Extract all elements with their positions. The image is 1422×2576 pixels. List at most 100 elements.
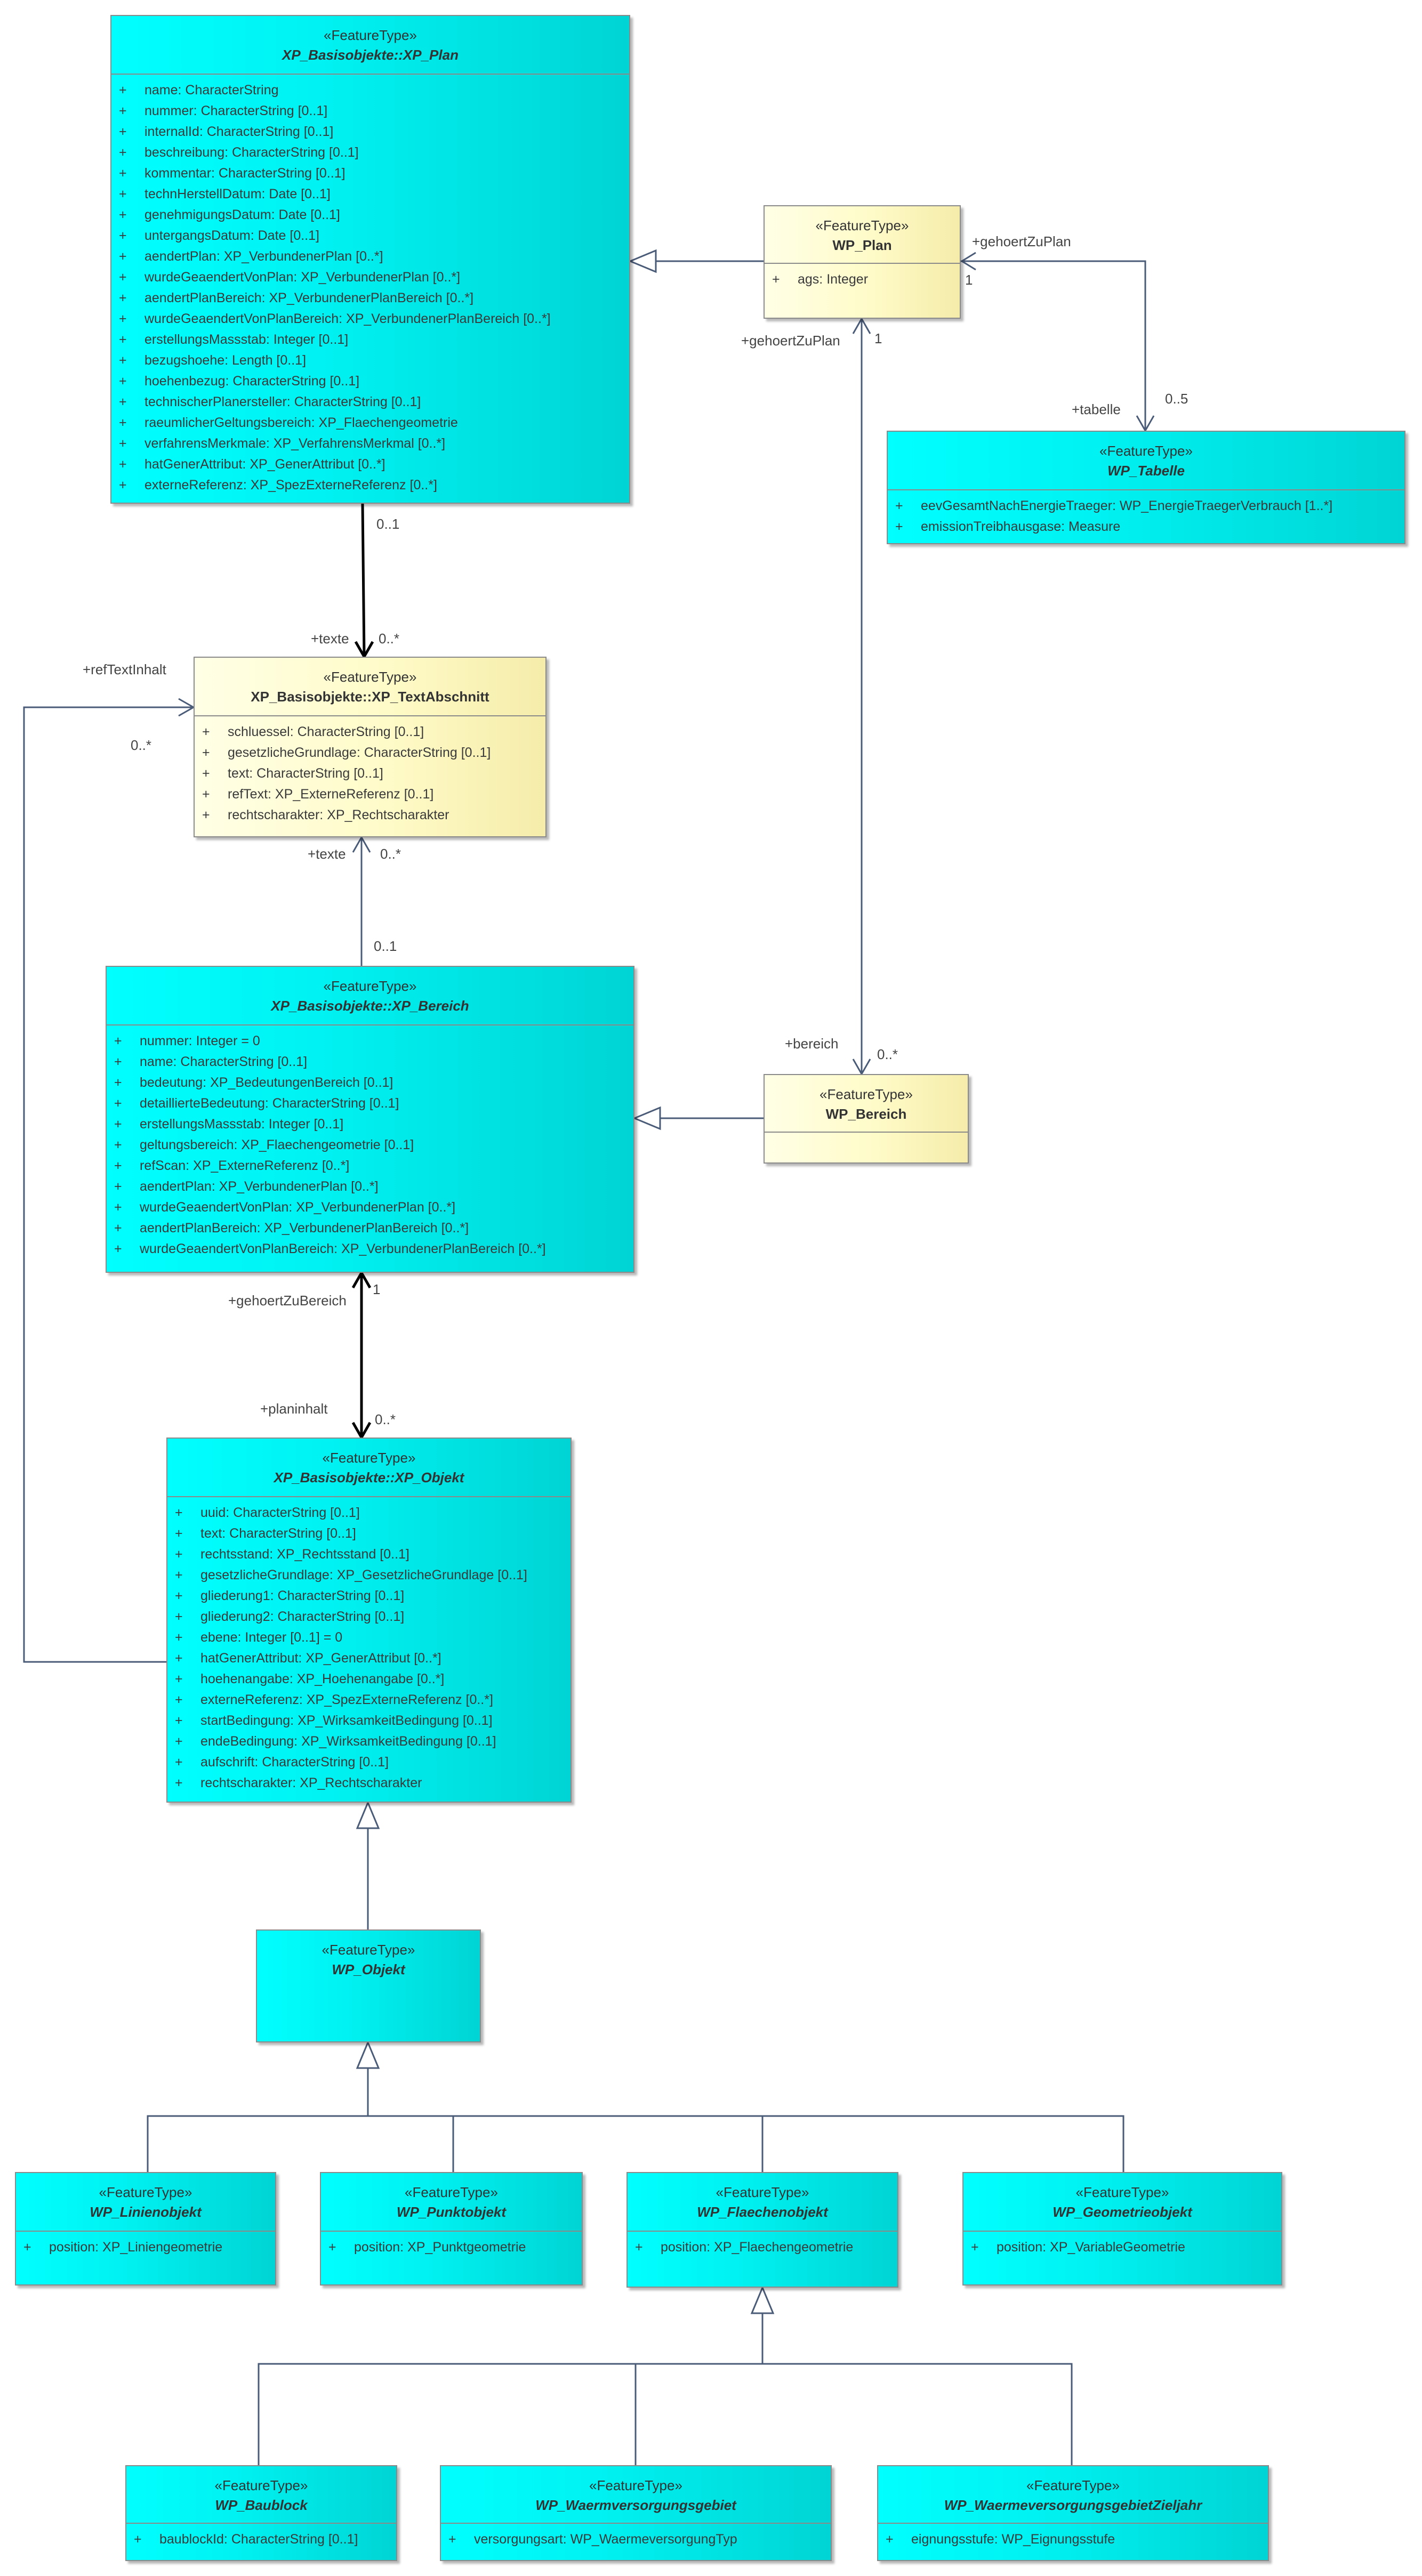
attribute-row: +aendertPlan: XP_VerbundenerPlan [0..*] [107, 1176, 633, 1197]
label-multiplicity-bereich-zero-one: 0..1 [374, 938, 397, 954]
class-wp-waermeversorgungsgebiet[interactable]: «FeatureType»WP_Waermversorgungsgebiet+v… [440, 2465, 832, 2561]
attribute-text: startBedingung: XP_WirksamkeitBedingung … [200, 1713, 493, 1728]
class-wp-geometrieobjekt[interactable]: «FeatureType»WP_Geometrieobjekt+position… [962, 2172, 1282, 2286]
attribute-text: nummer: CharacterString [0..1] [144, 103, 328, 118]
visibility-marker: + [114, 1200, 122, 1215]
attribute-text: position: XP_VariableGeometrie [997, 2240, 1185, 2255]
attribute-text: untergangsDatum: Date [0..1] [144, 228, 319, 243]
attribute-text: position: XP_Flaechengeometrie [661, 2240, 854, 2255]
attribute-text: gliederung1: CharacterString [0..1] [200, 1588, 405, 1603]
label-multiplicity-tabelle: 0..5 [1165, 391, 1188, 407]
attribute-text: aendertPlanBereich: XP_VerbundenerPlanBe… [144, 290, 474, 305]
attribute-text: internalId: CharacterString [0..1] [144, 124, 334, 139]
attribute-row: +hatGenerAttribut: XP_GenerAttribut [0..… [111, 454, 629, 475]
attribute-text: detaillierteBedeutung: CharacterString [… [140, 1096, 399, 1111]
visibility-marker: + [175, 1692, 183, 1707]
visibility-marker: + [175, 1630, 183, 1645]
class-name: WP_Objekt [332, 1961, 405, 1977]
attribute-row: +versorgungsart: WP_WaermeversorgungTyp [441, 2529, 831, 2550]
visibility-marker: + [448, 2532, 456, 2547]
label-gehoertzuplan-bereich: +gehoertZuPlan [741, 333, 840, 349]
attribute-row: +erstellungsMassstab: Integer [0..1] [107, 1114, 633, 1135]
class-attributes: +versorgungsart: WP_WaermeversorgungTyp [441, 2523, 831, 2550]
class-attributes: +schluessel: CharacterString [0..1]+gese… [195, 715, 545, 826]
class-name: WP_Tabelle [1107, 463, 1185, 479]
attribute-text: baublockId: CharacterString [0..1] [159, 2532, 358, 2547]
association-arrowhead [351, 1270, 372, 1289]
visibility-marker: + [175, 1505, 183, 1520]
visibility-marker: + [175, 1651, 183, 1666]
attribute-text: beschreibung: CharacterString [0..1] [144, 145, 359, 160]
attribute-text: position: XP_Punktgeometrie [354, 2240, 526, 2255]
attribute-text: wurdeGeaendertVonPlanBereich: XP_Verbund… [140, 1241, 546, 1256]
attribute-text: erstellungsMassstab: Integer [0..1] [144, 332, 349, 347]
class-stereotype: «FeatureType» [820, 1086, 913, 1102]
class-stereotype: «FeatureType» [589, 2477, 682, 2493]
visibility-marker: + [119, 207, 127, 222]
class-wp-waermeversorgungsgebiet-zieljahr[interactable]: «FeatureType»WP_WaermeversorgungsgebietZ… [877, 2465, 1269, 2561]
visibility-marker: + [119, 145, 127, 160]
label-tabelle-role: +tabelle [1072, 401, 1121, 417]
attribute-row: +text: CharacterString [0..1] [195, 763, 545, 784]
attribute-row: +hoehenbezug: CharacterString [0..1] [111, 371, 629, 392]
attribute-row: +externeReferenz: XP_SpezExterneReferenz… [167, 1690, 571, 1710]
visibility-marker: + [175, 1713, 183, 1728]
class-wp-linienobjekt[interactable]: «FeatureType»WP_Linienobjekt+position: X… [15, 2172, 276, 2286]
attribute-text: endeBedingung: XP_WirksamkeitBedingung [… [200, 1734, 496, 1749]
attribute-row: +technischerPlanersteller: CharacterStri… [111, 392, 629, 413]
attribute-text: refScan: XP_ExterneReferenz [0..*] [140, 1158, 350, 1173]
visibility-marker: + [886, 2532, 894, 2547]
visibility-marker: + [175, 1588, 183, 1603]
visibility-marker: + [119, 415, 127, 430]
visibility-marker: + [119, 353, 127, 368]
visibility-marker: + [895, 519, 903, 534]
class-header: «FeatureType»WP_Linienobjekt [16, 2173, 275, 2231]
class-xp-bereich[interactable]: «FeatureType»XP_Basisobjekte::XP_Bereich… [106, 966, 634, 1273]
class-header: «FeatureType»XP_Basisobjekte::XP_TextAbs… [195, 658, 545, 715]
class-wp-flaechenobjekt[interactable]: «FeatureType»WP_Flaechenobjekt+position:… [626, 2172, 898, 2288]
visibility-marker: + [114, 1241, 122, 1256]
attribute-row: + startBedingung: XP_WirksamkeitBedingung… [167, 1710, 571, 1731]
attribute-text: gesetzlicheGrundlage: CharacterString [0… [228, 745, 491, 760]
generalization-arrowhead [628, 249, 657, 273]
class-wp-objekt[interactable]: «FeatureType»WP_Objekt [256, 1929, 481, 2042]
label-reftextinhalt-role: +refTextInhalt [83, 661, 166, 677]
attribute-text: technischerPlanersteller: CharacterStrin… [144, 394, 421, 409]
association-arrowhead [852, 317, 871, 334]
class-wp-plan[interactable]: «FeatureType»WP_Plan+ags: Integer [764, 205, 961, 319]
label-bereich-role: +bereich [785, 1036, 839, 1052]
attribute-row: +gesetzlicheGrundlage: XP_GesetzlicheGru… [167, 1565, 571, 1586]
class-wp-bereich[interactable]: «FeatureType»WP_Bereich [764, 1074, 969, 1164]
attribute-row: +aendertPlan: XP_VerbundenerPlan [0..*] [111, 246, 629, 267]
attribute-row: +kommentar: CharacterString [0..1] [111, 163, 629, 184]
visibility-marker: + [119, 332, 127, 347]
class-name: WP_Punktobjekt [396, 2204, 507, 2220]
attribute-text: emissionTreibhausgase: Measure [921, 519, 1121, 534]
class-xp-plan[interactable]: «FeatureType»XP_Basisobjekte::XP_Plan+na… [110, 15, 630, 504]
class-xp-objekt[interactable]: «FeatureType»XP_Basisobjekte::XP_Objekt+… [166, 1438, 572, 1803]
class-header: «FeatureType»WP_Plan [765, 206, 960, 263]
class-header: «FeatureType»XP_Basisobjekte::XP_Objekt [167, 1439, 571, 1496]
class-wp-punktobjekt[interactable]: «FeatureType»WP_Punktobjekt+position: XP… [320, 2172, 583, 2286]
attribute-text: externeReferenz: XP_SpezExterneReferenz … [144, 478, 437, 492]
class-header: «FeatureType»WP_Bereich [765, 1075, 968, 1132]
attribute-text: rechtscharakter: XP_Rechtscharakter [200, 1775, 422, 1790]
class-header: «FeatureType»WP_Objekt [257, 1931, 480, 1988]
attribute-text: nummer: Integer = 0 [140, 1033, 260, 1048]
attribute-text: aendertPlan: XP_VerbundenerPlan [0..*] [144, 249, 383, 264]
attribute-text: verfahrensMerkmale: XP_VerfahrensMerkmal… [144, 436, 446, 451]
class-xp-textabschnitt[interactable]: «FeatureType»XP_Basisobjekte::XP_TextAbs… [194, 657, 547, 837]
class-name: WP_Baublock [215, 2497, 308, 2513]
attribute-row: +aendertPlanBereich: XP_VerbundenerPlanB… [111, 288, 629, 309]
class-wp-tabelle[interactable]: «FeatureType»WP_Tabelle+eevGesamtNachEne… [887, 431, 1405, 544]
class-name: WP_Plan [832, 237, 892, 253]
attribute-text: text: CharacterString [0..1] [228, 766, 383, 781]
class-header: «FeatureType»WP_Punktobjekt [321, 2173, 582, 2231]
generalization-arrowhead [750, 2286, 775, 2314]
attribute-row: +nummer: Integer = 0 [107, 1031, 633, 1052]
attribute-text: wurdeGeaendertVonPlan: XP_VerbundenerPla… [144, 270, 461, 285]
association-plan-text [361, 503, 366, 657]
label-multiplicity-xpplan-zero-one: 0..1 [376, 516, 400, 532]
class-wp-baublock[interactable]: «FeatureType»WP_Baublock+baublockId: Cha… [125, 2465, 397, 2561]
